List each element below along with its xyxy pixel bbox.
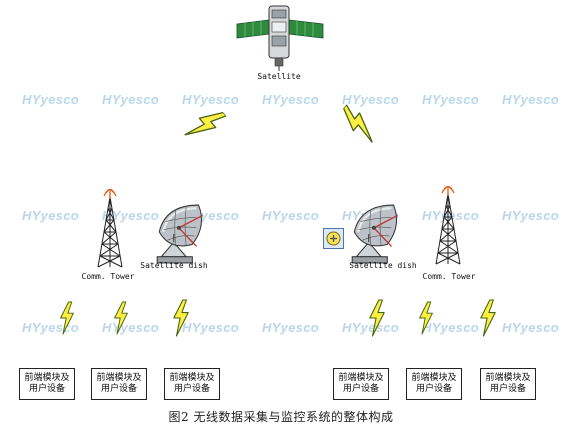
lightning-icon [369,299,385,337]
watermark: HYyesco [502,208,560,223]
device-label: 前端模块及 用户设备 [411,373,457,394]
lightning-icon [335,102,383,146]
watermark: HYyesco [182,92,240,107]
dish-icon [351,203,399,265]
watermark: HYyesco [422,92,480,107]
device-box: 前端模块及 用户设备 [406,368,462,400]
plus-circle-icon [326,231,341,246]
device-label: 前端模块及 用户设备 [169,373,215,394]
device-box: 前端模块及 用户设备 [164,368,220,400]
lightning-icon [173,299,189,337]
watermark: HYyesco [262,320,320,335]
device-label: 前端模块及 用户设备 [24,373,70,394]
satellite-dish-label-left: Satellite dish [140,261,208,270]
device-box: 前端模块及 用户设备 [333,368,389,400]
watermark: HYyesco [342,92,400,107]
device-label: 前端模块及 用户设备 [96,373,142,394]
watermark: HYyesco [262,208,320,223]
satellite-label: Satellite [257,72,301,81]
satellite-dish-label-right: Satellite dish [349,261,417,270]
watermark: HYyesco [102,320,160,335]
dish-icon [156,203,204,265]
lightning-icon [480,299,496,337]
watermark: HYyesco [422,320,480,335]
satellite-icon [236,5,324,71]
device-box: 前端模块及 用户设备 [91,368,147,400]
device-box: 前端模块及 用户设备 [19,368,75,400]
device-label: 前端模块及 用户设备 [338,373,384,394]
select-button[interactable] [323,228,344,249]
lightning-icon [113,301,129,335]
watermark: HYyesco [262,92,320,107]
lightning-icon [419,301,433,335]
watermark: HYyesco [422,208,480,223]
device-label: 前端模块及 用户设备 [485,373,531,394]
watermark: HYyesco [502,92,560,107]
watermark: HYyesco [22,92,80,107]
watermark: HYyesco [22,208,80,223]
device-box: 前端模块及 用户设备 [480,368,536,400]
lightning-icon [181,103,229,147]
comm-tower-label-left: Comm. Tower [81,272,135,281]
tower-icon [435,185,461,265]
lightning-icon [59,301,75,335]
watermark: HYyesco [102,208,160,223]
watermark: HYyesco [342,320,400,335]
comm-tower-label-right: Comm. Tower [422,272,476,281]
watermark: HYyesco [502,320,560,335]
watermark: HYyesco [182,320,240,335]
tower-icon [97,188,123,268]
watermark: HYyesco [102,92,160,107]
figure-caption: 图2 无线数据采集与监控系统的整体构成 [168,410,394,424]
